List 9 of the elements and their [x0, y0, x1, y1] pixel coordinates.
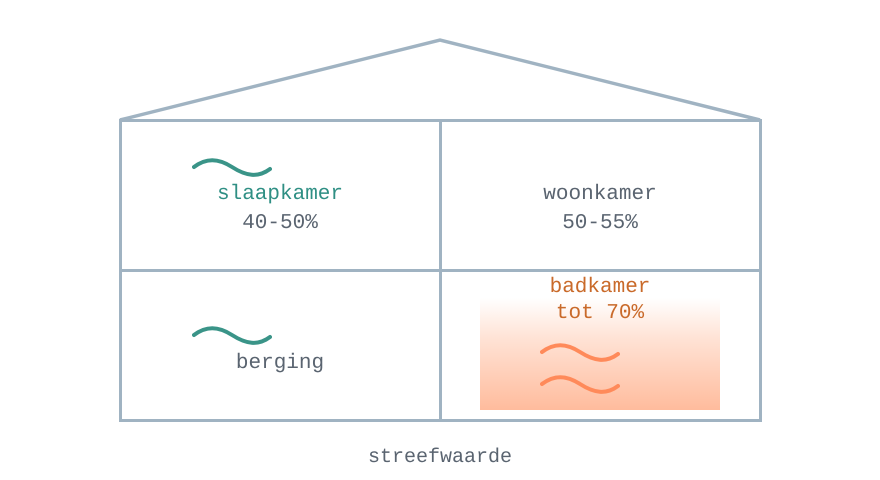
- humidity-value: 50-55%: [562, 210, 638, 236]
- room-name: slaapkamer: [216, 182, 344, 206]
- humidity-value: 40-50%: [242, 210, 318, 236]
- humidity-value: tot 70%: [556, 300, 644, 326]
- room-name: woonkamer: [543, 182, 657, 206]
- room: [118, 118, 442, 272]
- caption: streefwaarde: [368, 446, 512, 470]
- room-name: berging: [236, 350, 324, 376]
- room-name: badkamer: [550, 274, 650, 300]
